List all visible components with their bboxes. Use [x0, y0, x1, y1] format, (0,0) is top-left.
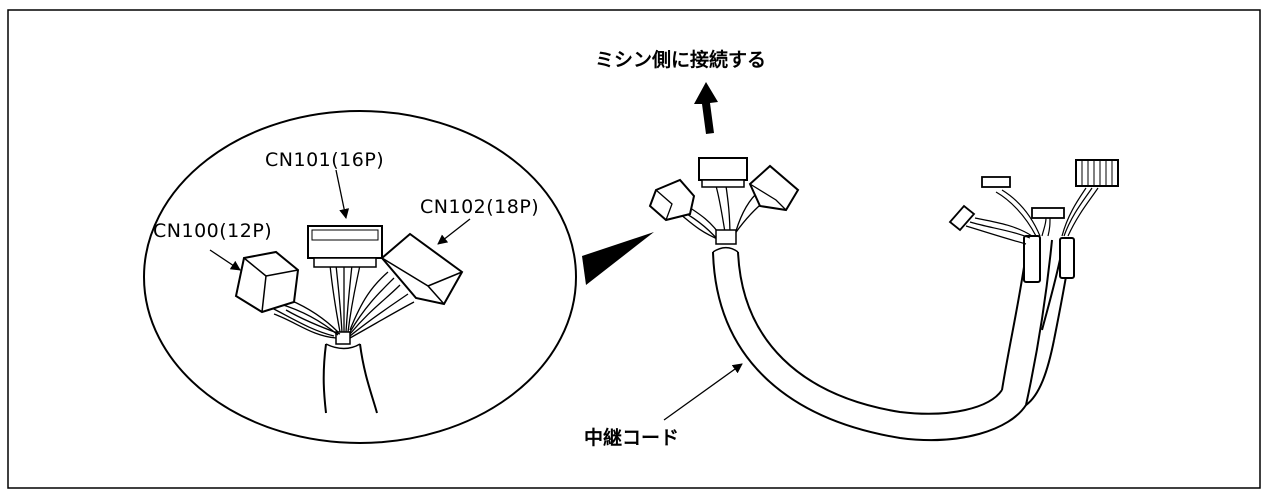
- relay-cord-label: 中継コード: [584, 427, 680, 449]
- harness-cable: [712, 235, 1075, 442]
- harness-connector-cn100: [648, 178, 696, 222]
- detail-wires: [267, 264, 415, 339]
- harness-connector-cn102: [748, 164, 800, 212]
- cn101-leader: [335, 169, 350, 219]
- connector-cn102: [380, 232, 464, 306]
- cn102-leader: [437, 218, 471, 245]
- detail-cable: [322, 331, 378, 414]
- zoom-ellipse: [143, 110, 577, 444]
- cn102-label: CN102(18P): [420, 196, 540, 218]
- harness-connector-small-4: [1075, 159, 1119, 187]
- harness-connector-small-2: [981, 176, 1011, 188]
- zoom-pointer: [582, 232, 654, 285]
- figure-frame: [7, 9, 1261, 489]
- harness-connector-cn101: [698, 157, 748, 188]
- harness-connector-small-3: [1031, 207, 1065, 219]
- connector-cn101: [307, 225, 383, 268]
- harness-right-wires: [965, 187, 1099, 245]
- connector-cn100: [234, 250, 300, 314]
- machine-direction-arrow: [694, 82, 718, 134]
- connect-to-machine-label: ミシン側に接続する: [595, 49, 767, 71]
- cn100-leader: [209, 249, 241, 271]
- relay-cord-leader: [663, 363, 743, 421]
- harness-connector-small-1: [948, 204, 976, 232]
- cn101-label: CN101(16P): [265, 149, 385, 171]
- cn100-label: CN100(12P): [153, 220, 273, 242]
